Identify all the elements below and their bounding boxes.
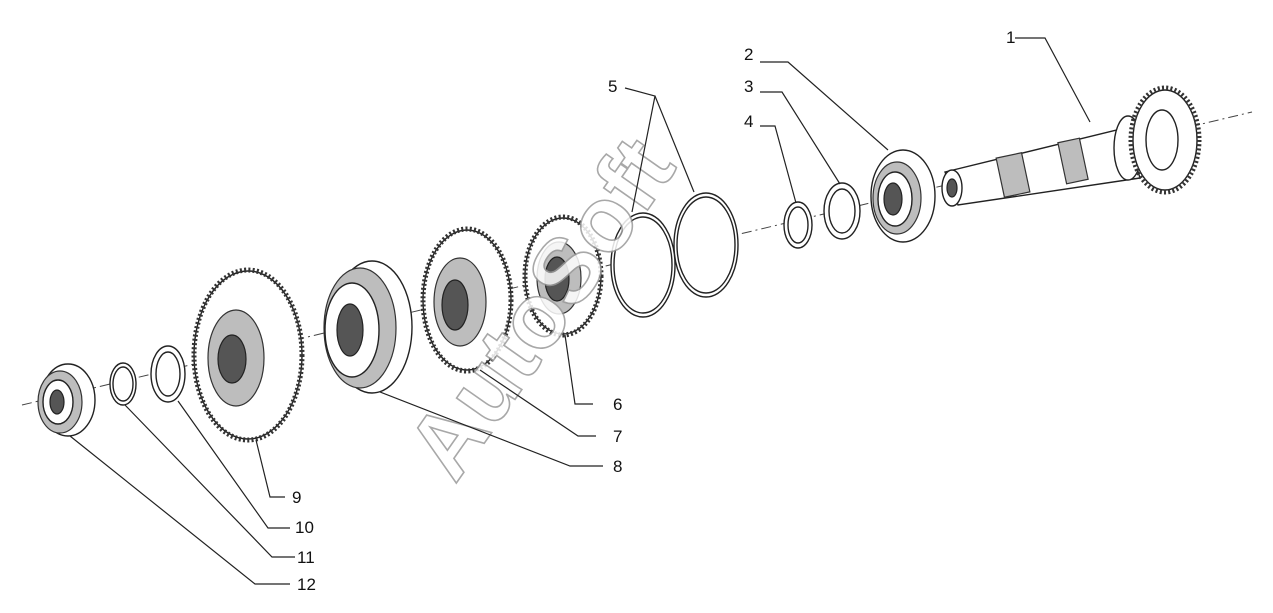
spacer-washer[interactable]	[150, 345, 186, 403]
gear-small[interactable]	[522, 214, 604, 338]
retaining-ring[interactable]	[109, 362, 137, 406]
gear-medium[interactable]	[420, 226, 514, 374]
callout-8: 8	[613, 457, 622, 476]
callout-12: 12	[297, 575, 316, 594]
callout-10: 10	[295, 518, 314, 537]
callout-labels: 1 2 3 4 5 6 7 8 9 10 11 12	[292, 28, 1015, 594]
gear-large[interactable]	[191, 267, 305, 443]
circlips[interactable]	[610, 192, 739, 318]
input-shaft[interactable]	[941, 85, 1202, 207]
callout-1: 1	[1006, 28, 1015, 47]
callout-4: 4	[744, 112, 753, 131]
thrust-washer[interactable]	[823, 182, 861, 240]
snap-ring[interactable]	[783, 201, 813, 249]
ball-bearing[interactable]	[870, 149, 936, 243]
callout-7: 7	[613, 427, 622, 446]
leader-lines	[69, 37, 1091, 585]
callout-3: 3	[744, 77, 753, 96]
callout-6: 6	[613, 395, 622, 414]
callout-9: 9	[292, 488, 301, 507]
callout-2: 2	[744, 45, 753, 64]
callout-11: 11	[297, 548, 315, 567]
roller-bearing[interactable]	[37, 363, 96, 437]
synchronizer-hub[interactable]	[323, 260, 413, 394]
callout-5: 5	[608, 77, 617, 96]
